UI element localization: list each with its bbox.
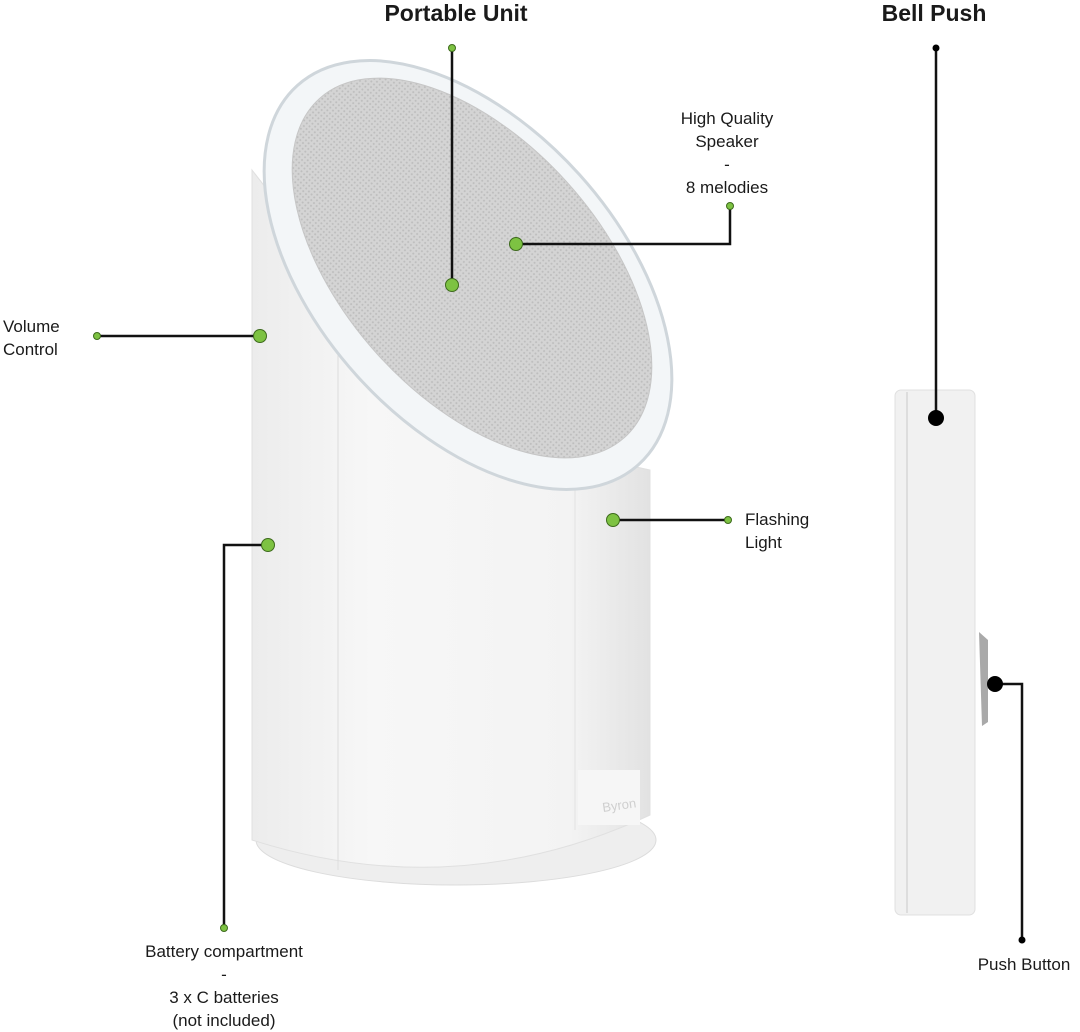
callout-lines xyxy=(97,48,1024,940)
speaker-callout: High Quality Speaker - 8 melodies xyxy=(681,107,774,199)
callout-line: 3 x C batteries xyxy=(169,988,279,1007)
callout-line: Light xyxy=(745,533,782,552)
callout-line: 8 melodies xyxy=(685,178,769,197)
callout-line: Control xyxy=(3,340,58,359)
green-dots xyxy=(93,44,734,932)
callout-line: Flashing xyxy=(745,510,810,529)
bell-push-title: Bell Push xyxy=(881,0,987,26)
push-button-side xyxy=(979,632,988,726)
brand-mark: Byron xyxy=(601,795,637,815)
speaker-grille xyxy=(291,77,653,459)
callout-line: Battery compartment xyxy=(145,942,303,961)
flashing-light-callout: Flashing Light xyxy=(745,508,809,554)
black-dots xyxy=(928,44,1026,944)
battery-callout: Battery compartment - 3 x C batteries (n… xyxy=(145,940,303,1032)
portable-unit: Byron xyxy=(251,59,674,886)
bell-push-device xyxy=(894,389,988,916)
callout-line: (not included) xyxy=(172,1011,276,1030)
callout-line: Speaker xyxy=(695,132,759,151)
callout-line: - xyxy=(221,965,227,984)
portable-unit-title: Portable Unit xyxy=(384,0,528,26)
callout-line: - xyxy=(724,155,730,174)
callout-line: Volume xyxy=(3,317,60,336)
push-button-callout: Push Button xyxy=(977,955,1071,974)
volume-callout: Volume Control xyxy=(3,315,60,361)
callout-line: High Quality xyxy=(680,109,774,128)
